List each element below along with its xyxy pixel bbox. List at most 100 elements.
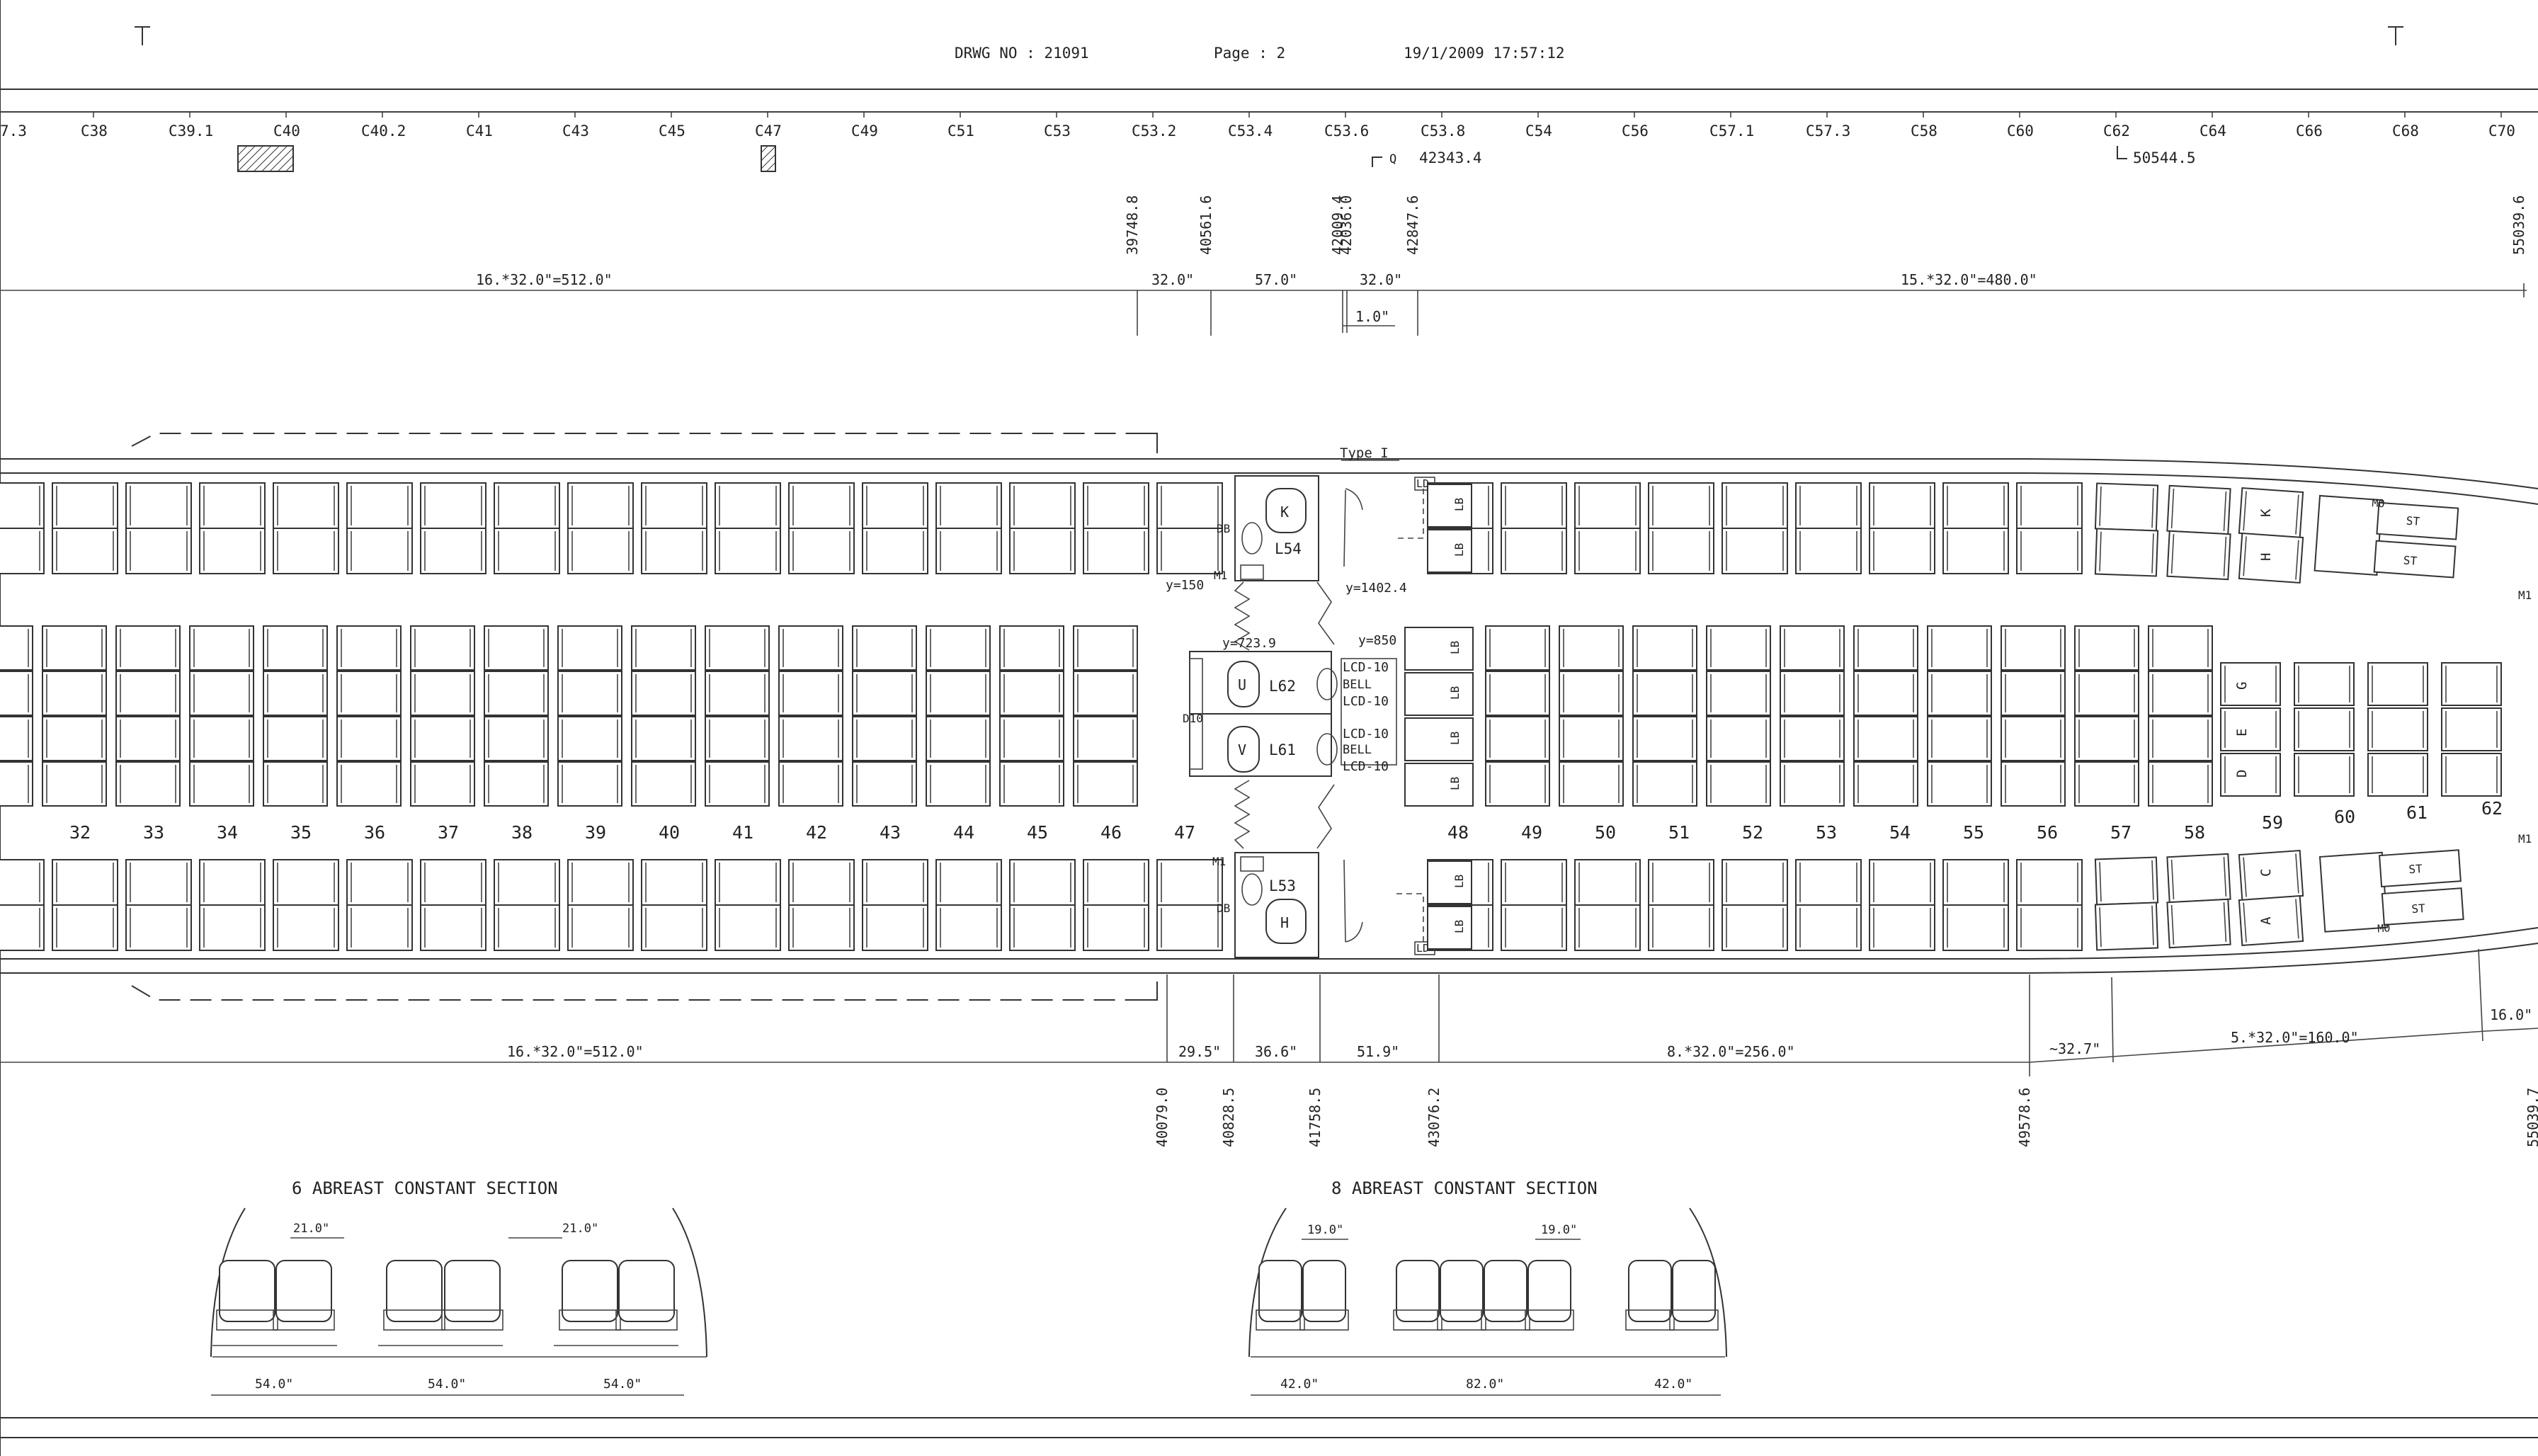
- seat: [567, 482, 634, 529]
- seat: [2441, 707, 2502, 751]
- seat: [788, 528, 855, 574]
- seat: [926, 716, 991, 761]
- seat: [115, 671, 181, 716]
- seat: [346, 482, 413, 529]
- seat: [42, 716, 107, 761]
- row-number: 36: [364, 822, 385, 843]
- frame-label: C70: [2488, 123, 2515, 140]
- seat: [1073, 625, 1138, 671]
- svg-text:ST: ST: [2403, 553, 2418, 567]
- seat: [935, 904, 1002, 951]
- svg-text:54.0": 54.0": [603, 1377, 642, 1392]
- svg-text:ST: ST: [2408, 862, 2423, 876]
- frame-label: C62: [2103, 123, 2130, 140]
- seat: [715, 482, 781, 529]
- seat: [346, 859, 413, 906]
- seat: [199, 859, 266, 906]
- seat: [199, 528, 266, 574]
- seat: [0, 904, 45, 951]
- frame-label: C40.2: [361, 123, 406, 140]
- seat: [705, 761, 770, 807]
- seat: [999, 716, 1064, 761]
- svg-text:50544.5: 50544.5: [2133, 149, 2196, 166]
- seat: [557, 625, 622, 671]
- lcd-panel: LCD-10 BELL LCD-10 LCD-10 BELL LCD-10: [1341, 658, 1397, 774]
- seat: [494, 904, 560, 951]
- seat: [1927, 716, 1992, 761]
- svg-text:LB: LB: [1448, 686, 1462, 700]
- seat: [935, 528, 1002, 574]
- seat: [484, 671, 549, 716]
- seat: [0, 625, 33, 671]
- seat: [1706, 761, 1771, 807]
- seat: [1083, 482, 1149, 529]
- svg-text:M1: M1: [1212, 855, 1226, 868]
- frame-label: C38: [81, 123, 108, 140]
- seat: [1009, 904, 1076, 951]
- lavatory-l62-l61: U L62 V L61 D10 y=723.9 y=850: [1183, 633, 1396, 777]
- svg-text:V: V: [1238, 741, 1246, 758]
- dim-bottom-1: 16.*32.0"=512.0": [507, 1043, 644, 1060]
- seat: [852, 716, 917, 761]
- row-number: 48: [1447, 822, 1469, 843]
- frame-label: C53.4: [1228, 123, 1273, 140]
- seat: [199, 904, 266, 951]
- seat: [1485, 716, 1550, 761]
- section-8-title: 8 ABREAST CONSTANT SECTION: [1331, 1178, 1598, 1198]
- svg-text:42343.4: 42343.4: [1419, 149, 1482, 166]
- seat: [2016, 904, 2083, 951]
- seat: [125, 859, 192, 906]
- seat: [1869, 904, 1935, 951]
- seat: [2220, 707, 2281, 751]
- svg-text:L61: L61: [1269, 741, 1296, 758]
- seat: [115, 625, 181, 671]
- seat: [115, 716, 181, 761]
- seat: [1795, 859, 1862, 906]
- svg-text:LB: LB: [1452, 875, 1466, 888]
- seat: [420, 482, 486, 529]
- fuselage-outline: [0, 433, 2538, 1001]
- seat: [1559, 671, 1624, 716]
- seat: [494, 859, 560, 906]
- seat: [2441, 753, 2502, 797]
- frame-label: C53.6: [1324, 123, 1369, 140]
- seat: [1156, 482, 1223, 529]
- seat: [778, 671, 843, 716]
- drawing-number: DRWG NO : 21091: [955, 45, 1089, 62]
- station-bottom: 41758.5: [1307, 1088, 1324, 1147]
- frame-label: C51: [948, 123, 974, 140]
- lavatory-l54: K L54 DB M1 y=150 y=1402.4: [1166, 475, 1407, 596]
- seat: [999, 761, 1064, 807]
- seat: [2367, 662, 2428, 706]
- row-number: 33: [143, 822, 164, 843]
- seat: [263, 671, 328, 716]
- svg-text:MO: MO: [2377, 921, 2391, 935]
- seat: [2148, 625, 2213, 671]
- seat: [420, 859, 486, 906]
- row-number: 51: [1668, 822, 1690, 843]
- corner-tick-right: [2388, 26, 2403, 45]
- seat: [1648, 859, 1714, 906]
- dimension-line-bottom: 16.*32.0"=512.0" 29.5" 36.6" 51.9" 8.*32…: [0, 948, 2538, 1076]
- row-number: 42: [806, 822, 827, 843]
- seat: [0, 761, 33, 807]
- svg-text:MO: MO: [2372, 496, 2385, 510]
- seat: [263, 716, 328, 761]
- svg-text:C: C: [2258, 869, 2274, 877]
- seat: [1795, 528, 1862, 574]
- frame-label: C43: [562, 123, 589, 140]
- seat: [1780, 761, 1845, 807]
- seat: [1927, 761, 1992, 807]
- seat: [1853, 761, 1918, 807]
- seat: [346, 528, 413, 574]
- frame-label: C39.1: [169, 123, 213, 140]
- seat: [999, 625, 1064, 671]
- svg-text:M1: M1: [2518, 588, 2532, 602]
- seat: [52, 859, 118, 906]
- seat: [484, 625, 549, 671]
- row-number: 46: [1100, 822, 1122, 843]
- seat: [1722, 904, 1788, 951]
- svg-text:A: A: [2258, 916, 2274, 925]
- dim-top-6: 15.*32.0"=480.0": [1901, 271, 2037, 288]
- seat: [567, 904, 634, 951]
